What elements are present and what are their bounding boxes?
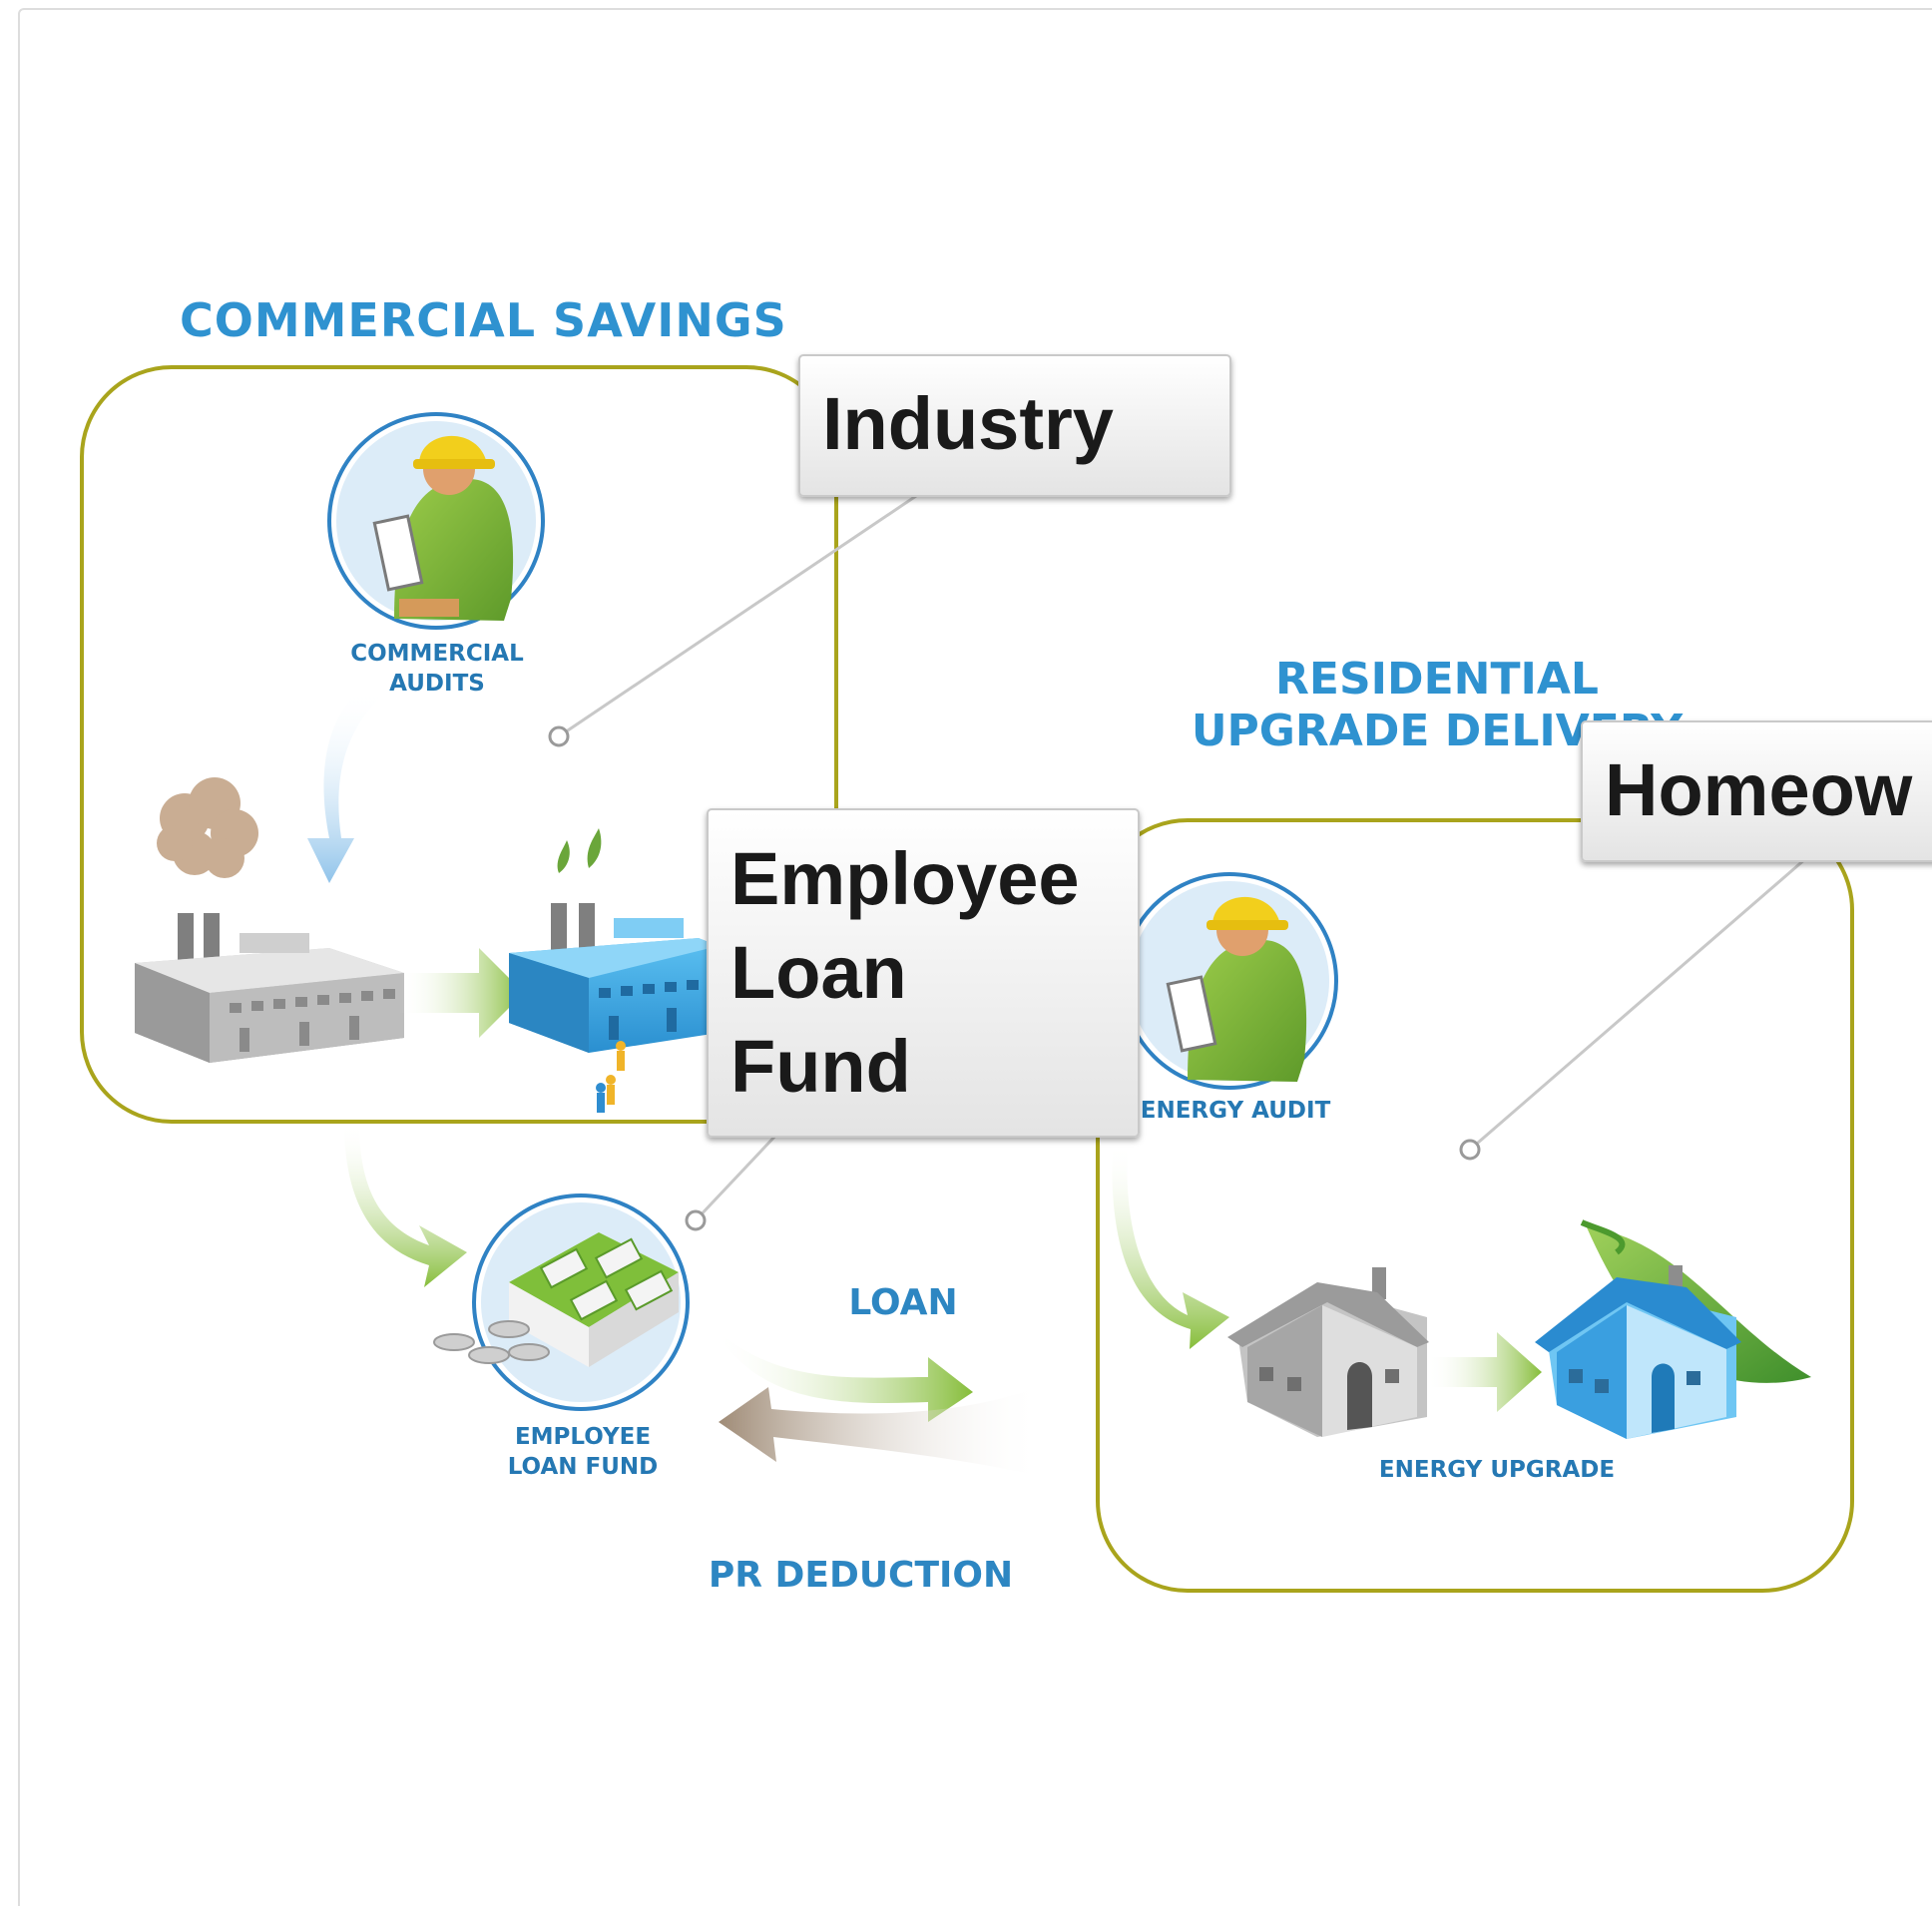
callout-homeowner-text: Homeow: [1605, 748, 1913, 831]
loan-label: LOAN: [848, 1282, 958, 1323]
loan-arrow-icon: [714, 1327, 973, 1422]
commercial-audits-line-1: COMMERCIAL: [350, 641, 524, 667]
callout-employee-line-1: Employee: [730, 837, 1080, 920]
factory-arrow-icon: [399, 948, 524, 1038]
employee-loan-fund-line-2: LOAN FUND: [507, 1454, 659, 1480]
callout-homeowner[interactable]: Homeow: [1581, 720, 1932, 862]
residential-title-line-1: RESIDENTIAL: [1275, 654, 1599, 705]
commercial-audits-label: COMMERCIAL AUDITS: [317, 639, 557, 699]
house-arrow-icon: [1112, 1143, 1229, 1349]
pr-deduction-arrow-icon: [719, 1387, 1044, 1477]
audit-arrow-icon: [307, 689, 379, 883]
blue-house-icon: [1535, 1265, 1741, 1439]
commercial-audits-line-2: AUDITS: [389, 671, 485, 697]
upgrade-arrow-icon: [1427, 1332, 1542, 1412]
callout-employee-line-3: Fund: [730, 1025, 911, 1108]
commercial-box: [80, 365, 838, 1124]
employee-loan-fund-line-1: EMPLOYEE: [514, 1424, 652, 1450]
inspector-icon-commercial: [327, 412, 545, 630]
pr-deduction-label: PR DEDUCTION: [708, 1555, 1014, 1596]
grey-factory-icon: [135, 913, 404, 1063]
money-icon: [433, 1193, 690, 1411]
blue-factory-icon: [509, 828, 719, 1113]
callout-leaders: [548, 494, 1807, 1231]
energy-audit-label: ENERGY AUDIT: [1140, 1098, 1331, 1124]
callout-employee-loan-fund[interactable]: Employee Loan Fund: [707, 808, 1140, 1138]
callout-industry[interactable]: Industry: [798, 354, 1231, 497]
inspector-icon-energy: [1121, 872, 1338, 1090]
callout-industry-text: Industry: [822, 382, 1114, 465]
energy-upgrade-label: ENERGY UPGRADE: [1378, 1457, 1616, 1483]
grey-house-icon: [1227, 1267, 1429, 1437]
smoke-icon: [157, 777, 258, 878]
callout-employee-line-2: Loan: [730, 931, 907, 1014]
residential-box: [1096, 818, 1854, 1593]
loan-fund-arrow-icon: [344, 1123, 467, 1287]
commercial-savings-title: COMMERCIAL SAVINGS: [180, 293, 787, 347]
employee-loan-fund-label: EMPLOYEE LOAN FUND: [474, 1422, 692, 1482]
